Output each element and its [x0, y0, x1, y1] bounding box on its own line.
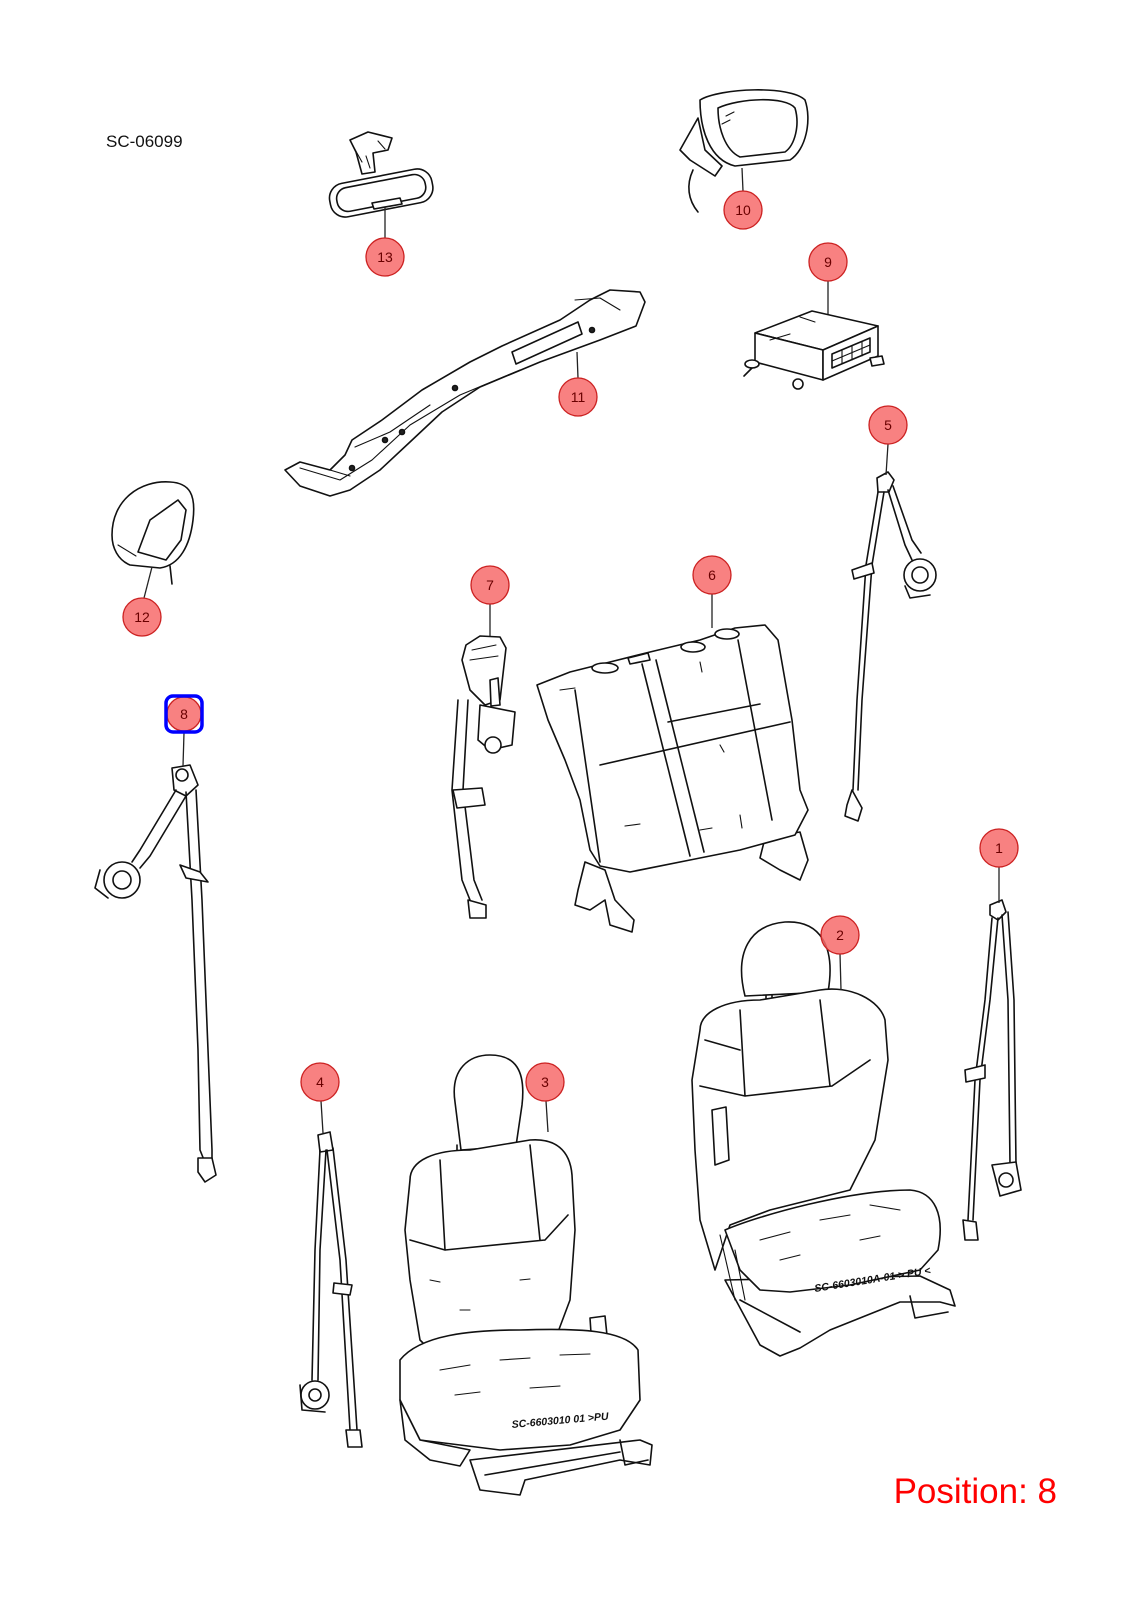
callout-4-leader	[320, 1100, 324, 1134]
callout-9-marker	[808, 242, 848, 282]
callout-11-leader	[576, 351, 579, 379]
selected-position-label: Position: 8	[894, 1472, 1057, 1511]
leader-lines	[143, 167, 1000, 1134]
callout-11[interactable]: 11	[558, 377, 598, 417]
callout-3-marker	[525, 1062, 565, 1102]
callout-11-marker	[558, 377, 598, 417]
callout-9-number: 9	[824, 254, 832, 270]
callout-13[interactable]: 13	[365, 237, 405, 277]
callout-4-marker	[300, 1062, 340, 1102]
callout-8-leader	[182, 732, 185, 767]
part-8-seat-belt	[94, 764, 217, 1183]
callout-2[interactable]: 2	[820, 915, 860, 955]
callout-9[interactable]: 9	[808, 242, 848, 282]
callout-3[interactable]: 3	[525, 1062, 565, 1102]
callout-12-number: 12	[134, 609, 150, 625]
callout-6-marker	[692, 555, 732, 595]
callout-12[interactable]: 12	[122, 597, 162, 637]
callout-5-number: 5	[884, 417, 892, 433]
part-2-front-seat: SC-6603010A-01 > PU <	[691, 921, 956, 1357]
part-3-front-seat: SC-6603010 01 >PU	[399, 1054, 653, 1496]
callout-4[interactable]: 4	[300, 1062, 340, 1102]
callout-7[interactable]: 7	[470, 565, 510, 605]
part-12-pad	[111, 481, 195, 585]
callout-7-marker	[470, 565, 510, 605]
part-1-seat-belt	[962, 899, 1022, 1241]
callout-1-marker	[979, 828, 1019, 868]
callout-12-leader	[143, 566, 153, 599]
callout-11-number: 11	[571, 389, 586, 405]
part-9-control-module	[743, 310, 885, 390]
part-5-seat-belt	[844, 471, 937, 822]
callout-3-leader	[545, 1100, 549, 1133]
callout-4-number: 4	[316, 1074, 324, 1090]
callout-8[interactable]: 8	[164, 694, 204, 734]
callout-10-number: 10	[735, 202, 751, 218]
callout-12-marker	[122, 597, 162, 637]
part-11-cross-car-beam	[284, 289, 646, 497]
callout-5[interactable]: 5	[868, 405, 908, 445]
callout-5-marker	[868, 405, 908, 445]
callout-7-number: 7	[486, 577, 494, 593]
callout-2-number: 2	[836, 927, 844, 943]
callout-2-marker	[820, 915, 860, 955]
callout-3-number: 3	[541, 1074, 549, 1090]
callout-13-number: 13	[377, 249, 393, 265]
callout-5-leader	[885, 443, 889, 476]
callout-2-leader	[839, 953, 842, 991]
callout-8-selection-outline	[164, 694, 204, 734]
part-10-exterior-mirror	[679, 89, 809, 213]
callout-10-leader	[741, 167, 744, 192]
callout-6[interactable]: 6	[692, 555, 732, 595]
part-13-rearview-mirror	[328, 131, 434, 218]
part-4-seat-belt	[299, 1131, 363, 1448]
callout-10[interactable]: 10	[723, 190, 763, 230]
drawing-id: SC-06099	[106, 132, 183, 151]
callout-13-marker	[365, 237, 405, 277]
part-7-seat-belt	[451, 635, 516, 919]
callout-8-number: 8	[180, 706, 188, 722]
callout-6-number: 6	[708, 567, 716, 583]
callout-10-marker	[723, 190, 763, 230]
part-6-seat-back	[536, 624, 809, 933]
callout-1[interactable]: 1	[979, 828, 1019, 868]
callout-1-number: 1	[995, 840, 1003, 856]
